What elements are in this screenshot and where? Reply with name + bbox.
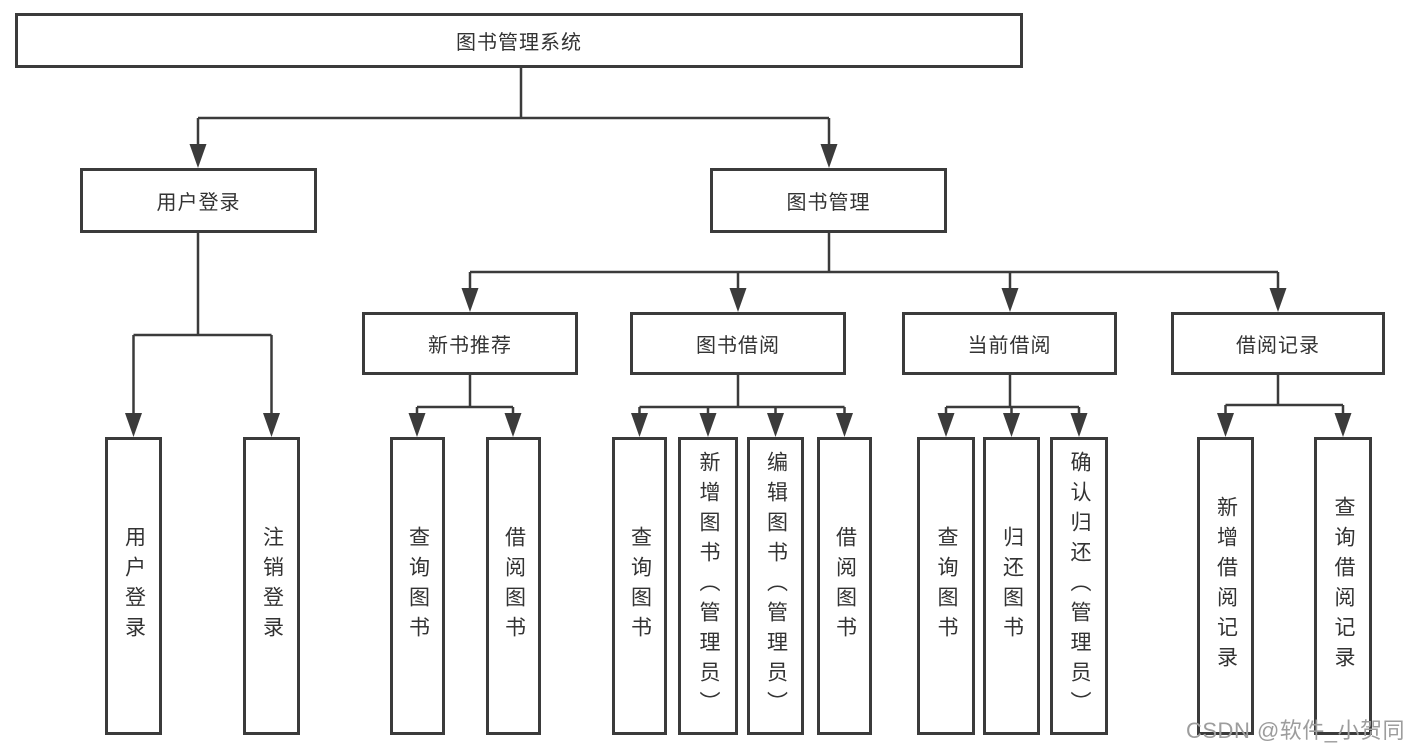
node-book-borrowing: 图书借阅 <box>630 312 846 375</box>
leaf-logout-label: 注销登录 <box>260 526 284 646</box>
leaf-borrow-books-borrowing: 借阅图书 <box>817 437 872 735</box>
leaf-borrow-books-newbooks-label: 借阅图书 <box>502 526 526 646</box>
leaf-query-borrow-record: 查询借阅记录 <box>1314 437 1372 735</box>
leaf-add-borrow-record: 新增借阅记录 <box>1197 437 1254 735</box>
csdn-watermark: CSDN @软件_小贺同学 <box>1186 718 1405 743</box>
leaf-query-borrow-record-label: 查询借阅记录 <box>1332 496 1355 676</box>
leaf-user-login-action-label: 用户登录 <box>122 526 146 646</box>
leaf-confirm-return-admin: 确认归还（管理员） <box>1050 437 1108 735</box>
leaf-query-books-current: 查询图书 <box>917 437 975 735</box>
node-borrowing-records: 借阅记录 <box>1171 312 1385 375</box>
leaf-confirm-return-admin-label: 确认归还（管理员） <box>1068 451 1091 721</box>
leaf-query-books-current-label: 查询图书 <box>935 526 958 646</box>
leaf-query-books-borrowing-label: 查询图书 <box>628 526 652 646</box>
leaf-query-books-newbooks: 查询图书 <box>390 437 445 735</box>
leaf-user-login-action: 用户登录 <box>105 437 162 735</box>
node-current-borrowing: 当前借阅 <box>902 312 1117 375</box>
node-root: 图书管理系统 <box>15 13 1023 68</box>
leaf-borrow-books-newbooks: 借阅图书 <box>486 437 541 735</box>
node-user-login: 用户登录 <box>80 168 317 233</box>
node-book-management: 图书管理 <box>710 168 947 233</box>
leaf-edit-book-admin-label: 编辑图书（管理员） <box>764 451 788 721</box>
node-new-book-recommend: 新书推荐 <box>362 312 578 375</box>
leaf-add-book-admin-label: 新增图书（管理员） <box>697 451 720 721</box>
leaf-return-book-label: 归还图书 <box>1000 526 1024 646</box>
leaf-add-book-admin: 新增图书（管理员） <box>678 437 738 735</box>
leaf-add-borrow-record-label: 新增借阅记录 <box>1214 496 1238 676</box>
leaf-edit-book-admin: 编辑图书（管理员） <box>747 437 804 735</box>
leaf-query-books-borrowing: 查询图书 <box>612 437 667 735</box>
leaf-logout: 注销登录 <box>243 437 300 735</box>
leaf-borrow-books-borrowing-label: 借阅图书 <box>833 526 857 646</box>
leaf-query-books-newbooks-label: 查询图书 <box>406 526 430 646</box>
leaf-return-book: 归还图书 <box>983 437 1040 735</box>
